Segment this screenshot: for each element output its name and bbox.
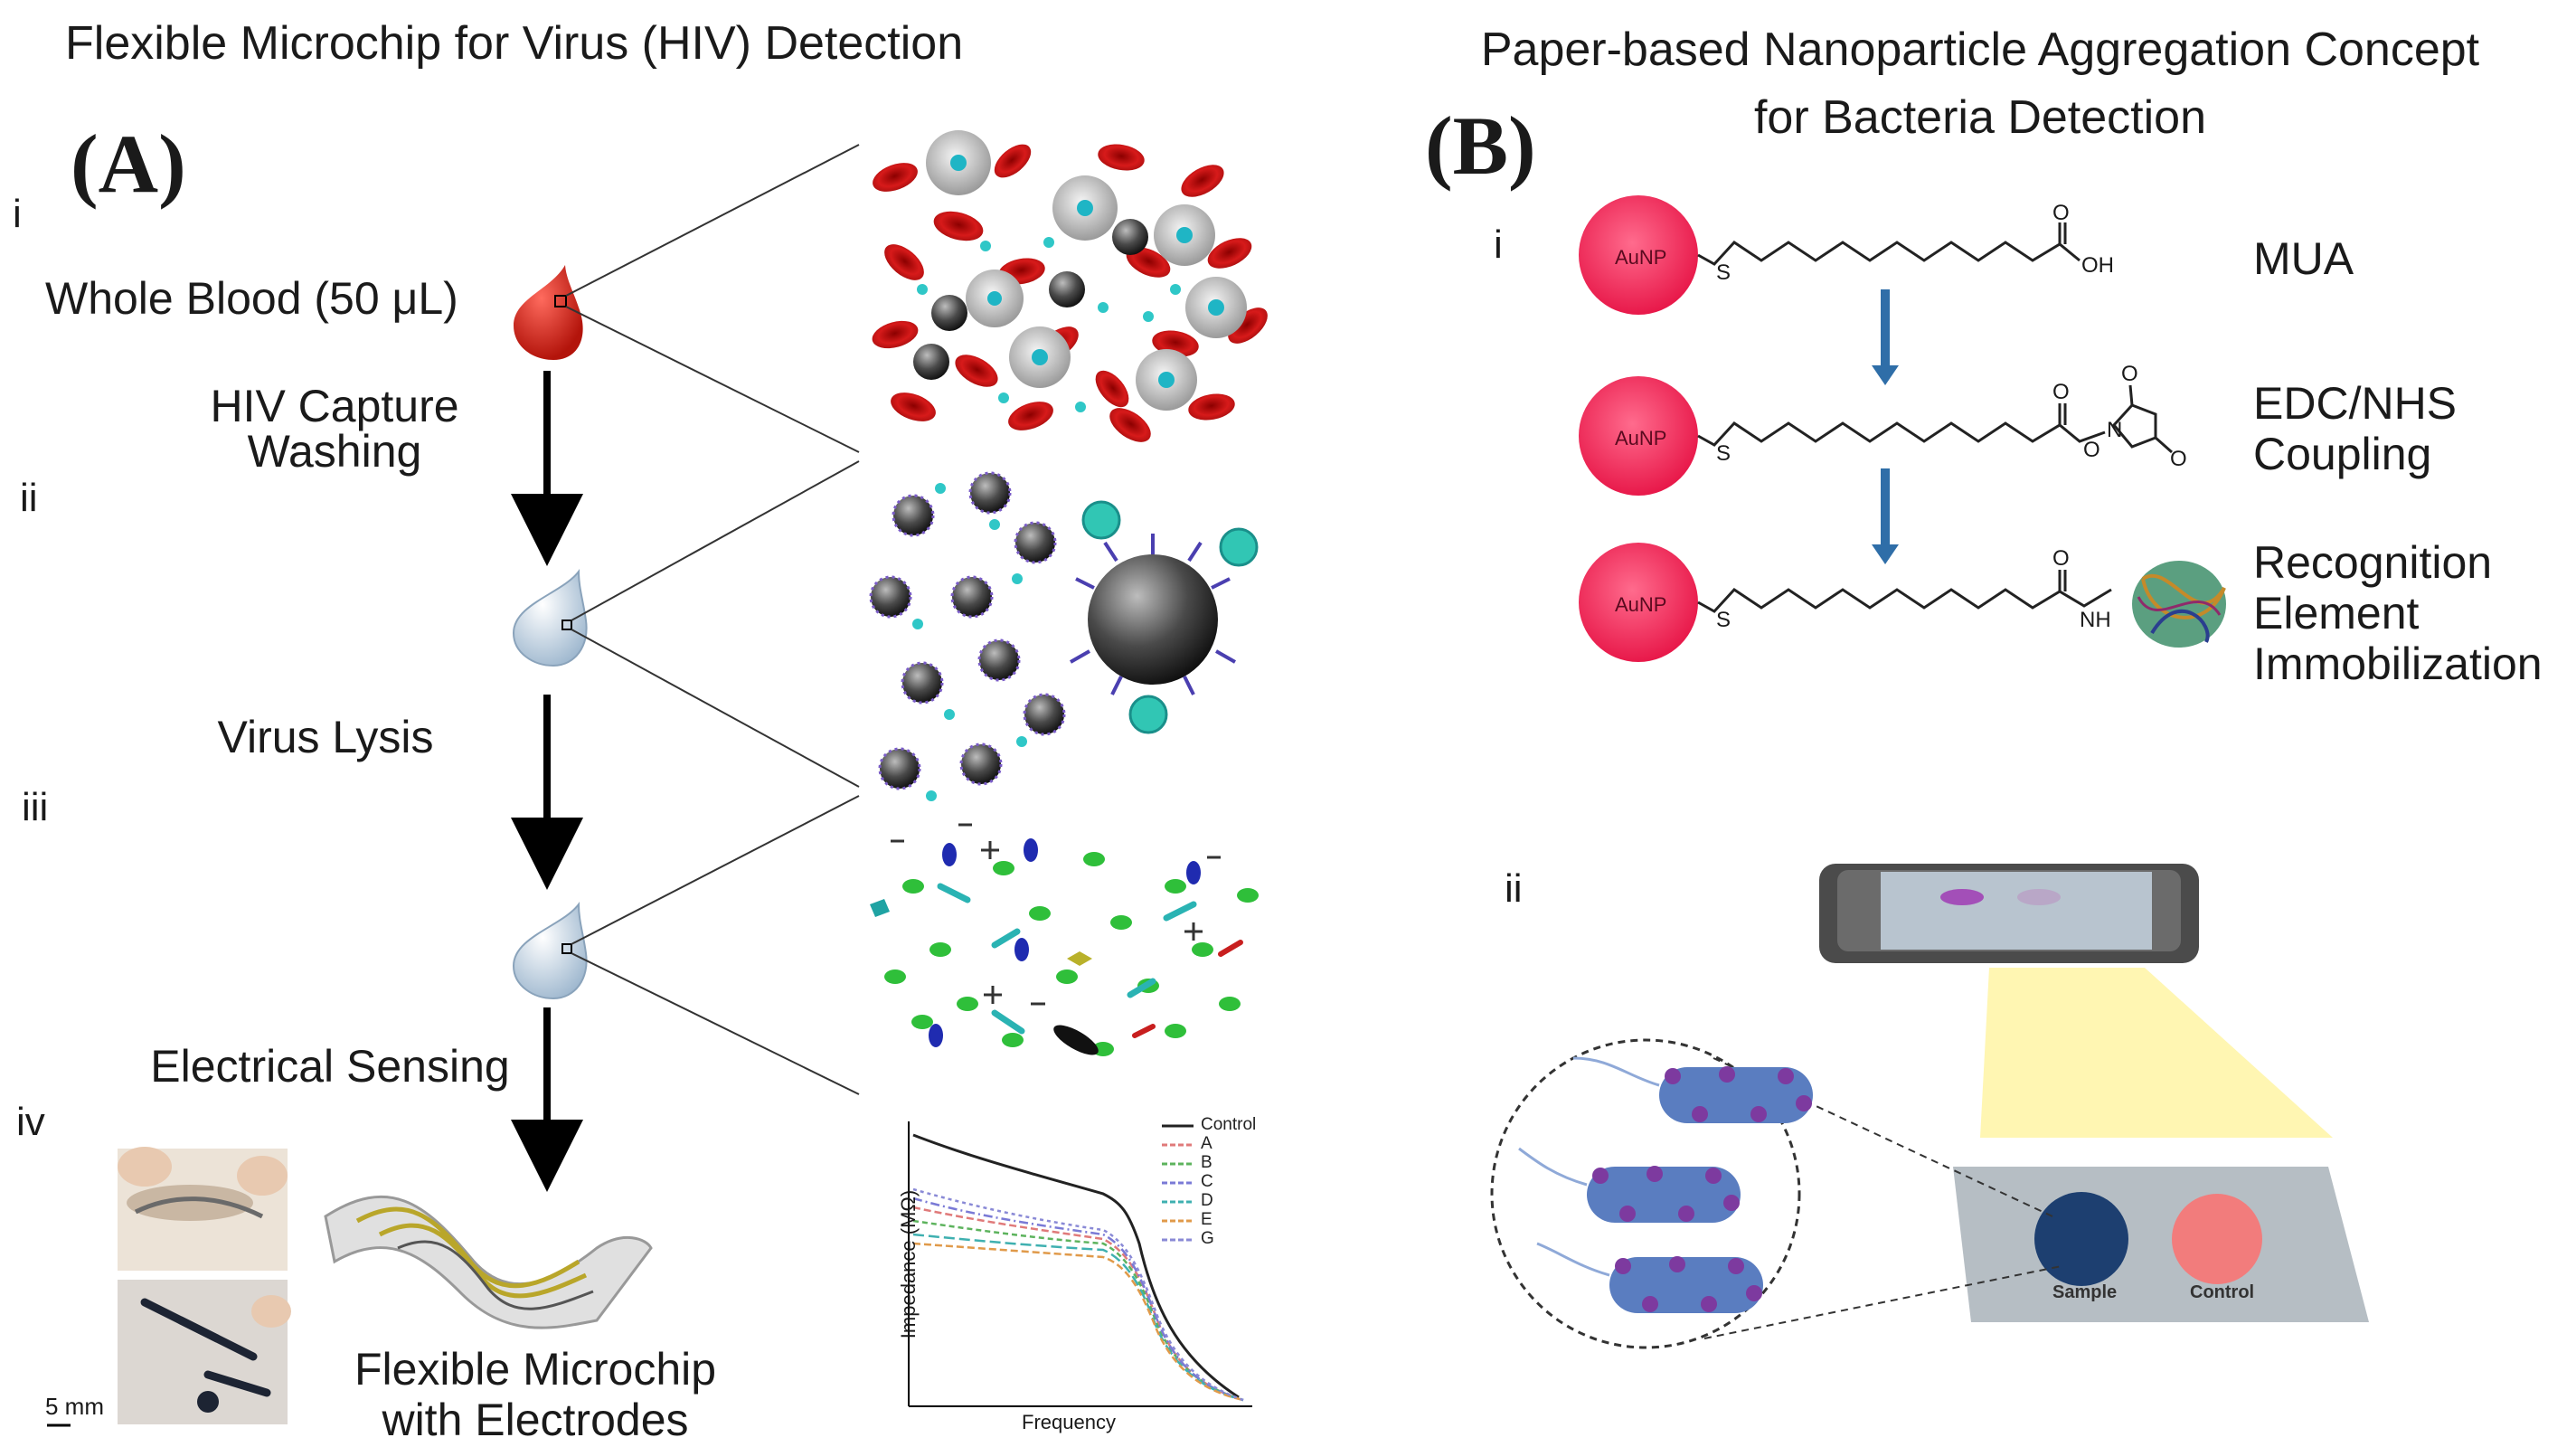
recognition-protein-icon bbox=[2132, 561, 2226, 648]
impedance-legend: Control A B C D E G bbox=[1201, 1115, 1256, 1248]
legend-control: Control bbox=[1201, 1115, 1257, 1134]
impedance-curve-d bbox=[912, 1233, 1244, 1402]
sample-label: Sample bbox=[2052, 1282, 2118, 1302]
aunp-label-1: AuNP bbox=[1615, 246, 1667, 269]
edc-nhs-line-1: EDC/NHS bbox=[2253, 378, 2458, 429]
panel-a-title: Flexible Microchip for Virus (HIV) Detec… bbox=[65, 17, 964, 70]
aunp-particle-1 bbox=[1579, 195, 1698, 315]
chip-photo-bottom bbox=[118, 1280, 291, 1424]
washed-drop-icon bbox=[512, 569, 588, 667]
hydroxyl-group: OH bbox=[2081, 253, 2114, 278]
recognition-label: Recognition Element Immobilization bbox=[2253, 537, 2543, 689]
blood-drop-zoom-box bbox=[554, 295, 567, 307]
panel-a-step-i: i bbox=[13, 192, 22, 236]
sample-spot bbox=[2034, 1192, 2128, 1286]
panel-b-title: Paper-based Nanoparticle Aggregation Con… bbox=[1392, 16, 2568, 153]
panel-b-letter: (B) bbox=[1425, 99, 1536, 192]
step-capture-line-2: Washing bbox=[247, 426, 422, 477]
scale-bar-label: 5 mm bbox=[45, 1393, 104, 1420]
panel-b-title-line-1: Paper-based Nanoparticle Aggregation Con… bbox=[1480, 24, 2480, 76]
amide-nh: NH bbox=[2080, 608, 2111, 632]
lysed-drop-icon bbox=[512, 902, 588, 1000]
panel-b-title-line-2: for Bacteria Detection bbox=[1753, 91, 2207, 145]
legend-a: A bbox=[1201, 1134, 1213, 1153]
panel-b-step-i: i bbox=[1494, 222, 1503, 267]
recognition-line-3: Immobilization bbox=[2253, 638, 2543, 689]
legend-e: E bbox=[1201, 1210, 1213, 1229]
blood-cells-zoom bbox=[872, 130, 1268, 442]
smartphone-icon bbox=[1819, 864, 2199, 963]
mua-chain bbox=[1697, 241, 2081, 266]
bacteria-icons bbox=[1518, 1056, 1813, 1313]
step-virus-lysis: Virus Lysis bbox=[217, 712, 434, 762]
recognition-line-1: Recognition bbox=[2253, 537, 2493, 588]
edc-nhs-line-2: Coupling bbox=[2253, 429, 2432, 479]
impedance-curve-g bbox=[912, 1187, 1244, 1402]
control-label: Control bbox=[2190, 1282, 2255, 1302]
zoom-lines bbox=[565, 144, 860, 1095]
control-spot bbox=[2172, 1194, 2262, 1284]
lysed-drop-zoom-box bbox=[561, 943, 572, 954]
sulfur-3: S bbox=[1716, 608, 1731, 632]
nhs-chain bbox=[1697, 421, 2106, 447]
aunp-label-3: AuNP bbox=[1615, 593, 1667, 616]
light-beam bbox=[1980, 968, 2333, 1138]
legend-d: D bbox=[1201, 1191, 1213, 1210]
sulfur-2: S bbox=[1716, 441, 1731, 466]
magnify-line-bottom bbox=[1703, 1265, 2062, 1339]
panel-a-step-iii: iii bbox=[22, 785, 49, 829]
impedance-curve-e bbox=[912, 1242, 1244, 1402]
mua-label: MUA bbox=[2253, 233, 2354, 284]
step-electrical-sensing: Electrical Sensing bbox=[150, 1041, 510, 1092]
panel-a-letter: (A) bbox=[71, 118, 186, 210]
panel-b-step-ii: ii bbox=[1505, 866, 1523, 911]
impedance-xlabel: Frequency bbox=[1022, 1411, 1116, 1433]
ester-carbonyl-oxygen: O bbox=[2052, 380, 2070, 404]
impedance-plot bbox=[908, 1121, 1252, 1407]
legend-c: C bbox=[1201, 1172, 1213, 1191]
panel-a-step-ii: ii bbox=[20, 476, 38, 520]
blood-drop-icon bbox=[514, 265, 583, 360]
flexible-microchip-illustration bbox=[324, 1195, 653, 1329]
legend-g: G bbox=[1201, 1229, 1214, 1248]
aunp-label-2: AuNP bbox=[1615, 427, 1667, 449]
paper-strip bbox=[1953, 1167, 2369, 1322]
impedance-curve-c bbox=[912, 1196, 1244, 1402]
flexible-microchip-label: Flexible Microchip with Electrodes bbox=[336, 1344, 734, 1445]
aunp-particle-3 bbox=[1579, 543, 1698, 662]
whole-blood-label: Whole Blood (50 μL) bbox=[45, 273, 458, 324]
amide-oxygen: O bbox=[2052, 546, 2070, 571]
nhs-oxygen-bottom: O bbox=[2170, 447, 2187, 471]
amide-chain bbox=[1697, 588, 2112, 613]
chip-photo-top bbox=[118, 1147, 288, 1271]
captured-beads-zoom bbox=[869, 471, 1259, 801]
impedance-curve-control bbox=[912, 1133, 1240, 1399]
chip-label-line-1: Flexible Microchip bbox=[354, 1344, 717, 1395]
sulfur-1: S bbox=[1716, 260, 1731, 285]
recognition-line-2: Element bbox=[2253, 588, 2420, 638]
washed-drop-zoom-box bbox=[561, 619, 572, 630]
panel-a-step-iv: iv bbox=[16, 1100, 45, 1144]
legend-b: B bbox=[1201, 1153, 1213, 1172]
chip-label-line-2: with Electrodes bbox=[382, 1395, 689, 1445]
step-capture-line-1: HIV Capture bbox=[210, 381, 459, 431]
edc-nhs-label: EDC/NHS Coupling bbox=[2253, 378, 2457, 479]
carboxyl-oxygen: O bbox=[2052, 201, 2070, 225]
step-capture-washing: HIV Capture Washing bbox=[190, 383, 479, 474]
reaction-arrows bbox=[1872, 289, 1899, 564]
ester-oxygen: O bbox=[2083, 438, 2100, 462]
lysate-zoom bbox=[870, 823, 1259, 1056]
nhs-nitrogen: N bbox=[2107, 418, 2123, 442]
aunp-particle-2 bbox=[1579, 376, 1698, 496]
nhs-oxygen-top: O bbox=[2121, 362, 2138, 386]
